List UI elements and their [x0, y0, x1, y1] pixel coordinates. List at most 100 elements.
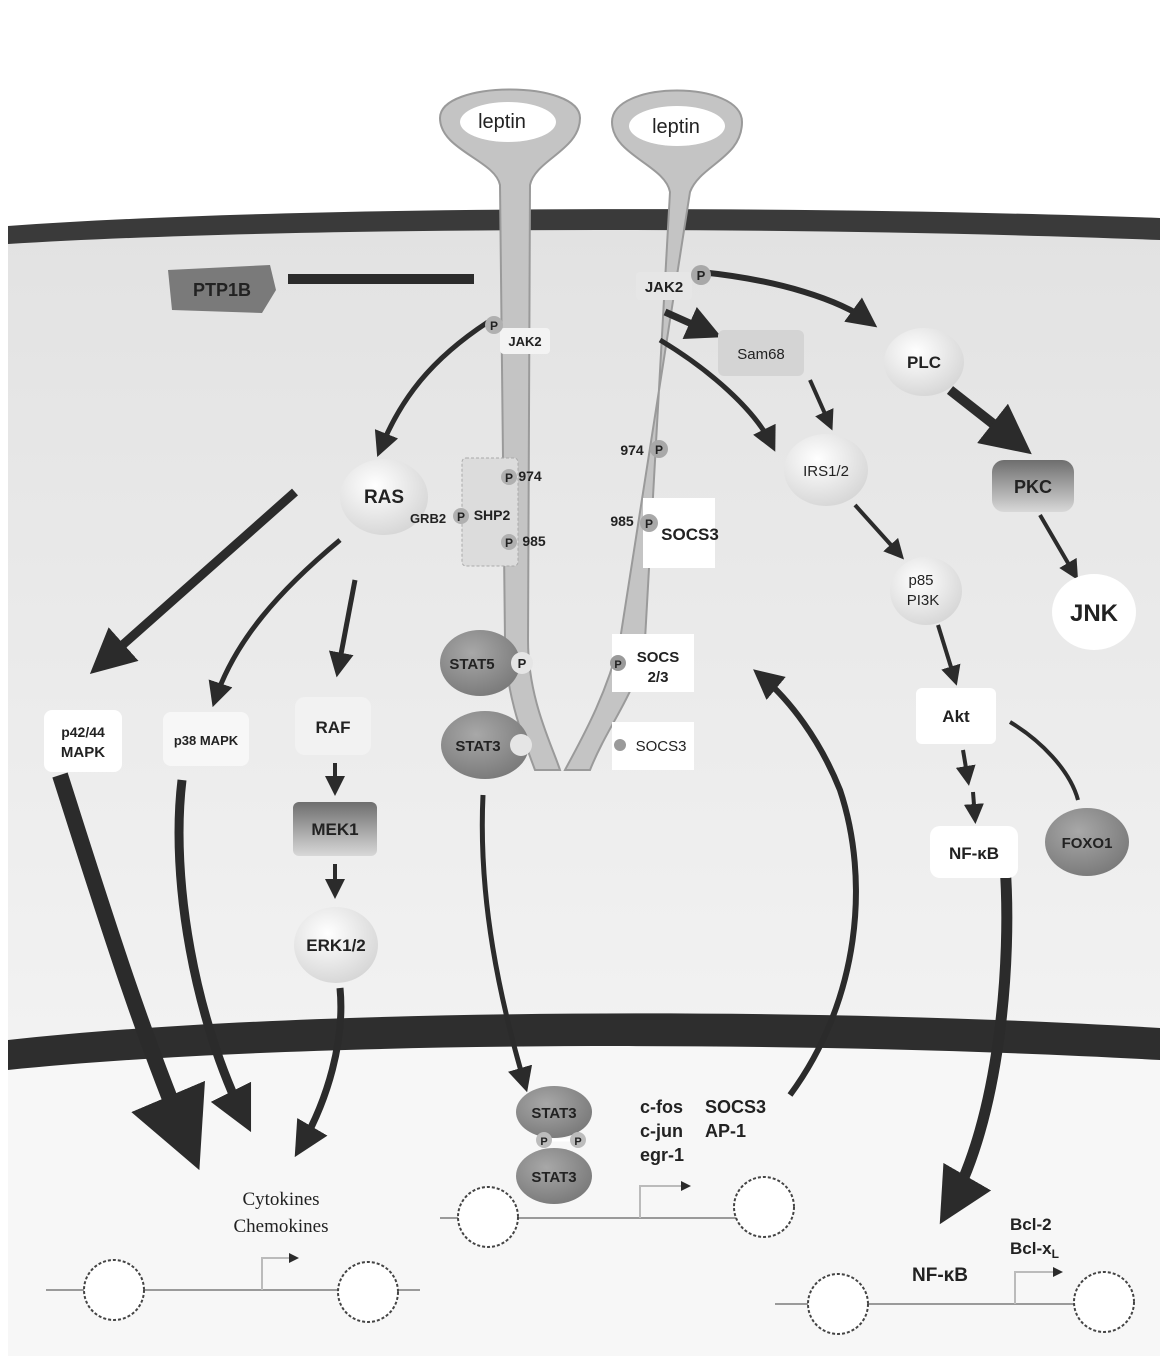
plc-label: PLC: [907, 353, 941, 372]
dna-coil: [337, 1261, 399, 1323]
nuclear-membrane: [8, 1013, 1160, 1070]
leptin-label-left: leptin: [478, 111, 526, 133]
stat3-dimer-top: [516, 1086, 592, 1138]
gene-c-jun: c-jun: [640, 1121, 683, 1141]
gene-ap-1: AP-1: [705, 1121, 746, 1141]
jak2-left-node: [500, 328, 550, 354]
ptp1b-label: PTP1B: [193, 280, 251, 300]
cytoplasm: [8, 219, 1160, 1045]
gene-socs3: SOCS3: [705, 1097, 766, 1117]
arrow-pkc-to-jnk: [1038, 513, 1079, 581]
arrow-akt-to-foxo1: [1008, 720, 1080, 801]
phospho-label: P: [505, 471, 513, 485]
bclxl-subscript: L: [1052, 1247, 1059, 1261]
socs3-lower-label: SOCS3: [636, 738, 687, 755]
arrow-jak2-to-ras: [374, 319, 490, 457]
leptin-receptor-left: [438, 88, 582, 771]
y974-right-label: 974: [620, 442, 644, 458]
y985-right-label: 985: [610, 513, 634, 529]
phospho-label: P: [490, 319, 498, 333]
mek1-node: [293, 802, 377, 856]
arrow-stat3-to-nucleus: [479, 794, 533, 1093]
phospho-label: P: [518, 656, 527, 671]
raf-node: [295, 697, 371, 755]
leptin-label-right: leptin: [652, 116, 700, 138]
phospho-badge: [614, 739, 626, 751]
erk-label: ERK1/2: [306, 936, 366, 955]
akt-node: [916, 688, 996, 744]
cytokines-label: Cytokines: [242, 1189, 319, 1210]
y985-left-label: 985: [522, 533, 546, 549]
arrow-p4244-to-nucleus: [52, 772, 205, 1171]
socs23-label-line2: 2/3: [648, 669, 669, 686]
p4244-label-line2: MAPK: [61, 744, 105, 761]
phospho-label: P: [505, 536, 513, 550]
phospho-badge: [501, 469, 517, 485]
promoter-arrow-center: [639, 1181, 691, 1218]
dna-coil: [83, 1259, 145, 1321]
pi3k-node: [890, 557, 962, 625]
promoter-arrow-left: [261, 1253, 299, 1290]
phospho-badge: [570, 1132, 586, 1148]
phospho-badge: [511, 652, 533, 674]
arrow-nfkb-to-nucleus: [939, 864, 1013, 1225]
dna-coil: [457, 1186, 519, 1248]
phospho-badge: [501, 534, 517, 550]
gene-c-fos: c-fos: [640, 1097, 683, 1117]
irs-label: IRS1/2: [803, 463, 849, 480]
phospho-badge: [650, 440, 668, 458]
arrow-ras-to-raf: [328, 579, 358, 678]
stat5-node: [440, 630, 520, 696]
p4244-label-line1: p42/44: [61, 724, 105, 740]
ptp1b-node: [168, 265, 276, 313]
phospho-label: P: [574, 1136, 581, 1148]
grb2-label: GRB2: [410, 511, 446, 526]
plc-node: [884, 328, 964, 396]
phospho-badge: [453, 508, 469, 524]
chemokines-label: Chemokines: [234, 1216, 329, 1237]
phospho-badge: [485, 316, 503, 334]
jnk-node: [1052, 574, 1136, 650]
shp2-label: SHP2: [474, 507, 511, 523]
arrow-jak2-to-sam68: [663, 307, 722, 339]
phospho-label: P: [540, 1136, 547, 1148]
pi3k-label-line2: PI3K: [907, 592, 940, 609]
p4244-mapk-node: [44, 710, 122, 772]
stat3-dimer-bottom-label: STAT3: [531, 1169, 576, 1186]
jnk-label: JNK: [1070, 600, 1119, 627]
leptin-receptor-right: [563, 89, 744, 771]
foxo1-label: FOXO1: [1062, 835, 1113, 852]
p38-label: p38 MAPK: [174, 733, 239, 748]
stat5-label: STAT5: [449, 656, 494, 673]
phospho-badge: [640, 514, 658, 532]
p38-mapk-node: [163, 712, 249, 766]
gene-egr-1: egr-1: [640, 1145, 684, 1165]
jak2-left-label: JAK2: [508, 334, 541, 349]
arrow-erk-to-nucleus: [294, 987, 345, 1158]
dna-coil: [807, 1273, 869, 1335]
phospho-label: P: [655, 443, 663, 457]
pi3k-label-line1: p85: [908, 572, 933, 589]
stat3-label: STAT3: [455, 738, 500, 755]
stat3-node: [441, 711, 529, 779]
arrow-sam68-to-irs: [808, 379, 834, 431]
phospho-badge: [510, 734, 532, 756]
arrow-plc-to-pkc: [946, 386, 1032, 455]
phospho-badge: [691, 265, 711, 285]
plasma-membrane: [8, 209, 1160, 244]
bcl2-label: Bcl-2: [1010, 1215, 1052, 1234]
mek1-label: MEK1: [311, 820, 358, 839]
dna-coil: [1073, 1271, 1135, 1333]
phospho-badge: [536, 1132, 552, 1148]
jak2-right-label: JAK2: [645, 279, 683, 296]
socs23-label-line1: SOCS: [637, 649, 680, 666]
phospho-label: P: [457, 510, 465, 524]
akt-label: Akt: [942, 707, 970, 726]
raf-label: RAF: [316, 718, 351, 737]
arrow-irs-to-pi3k: [853, 503, 905, 560]
dna-coil: [733, 1176, 795, 1238]
phospho-label: P: [645, 517, 653, 531]
erk-node: [294, 907, 378, 983]
y974-left-label: 974: [518, 468, 542, 484]
